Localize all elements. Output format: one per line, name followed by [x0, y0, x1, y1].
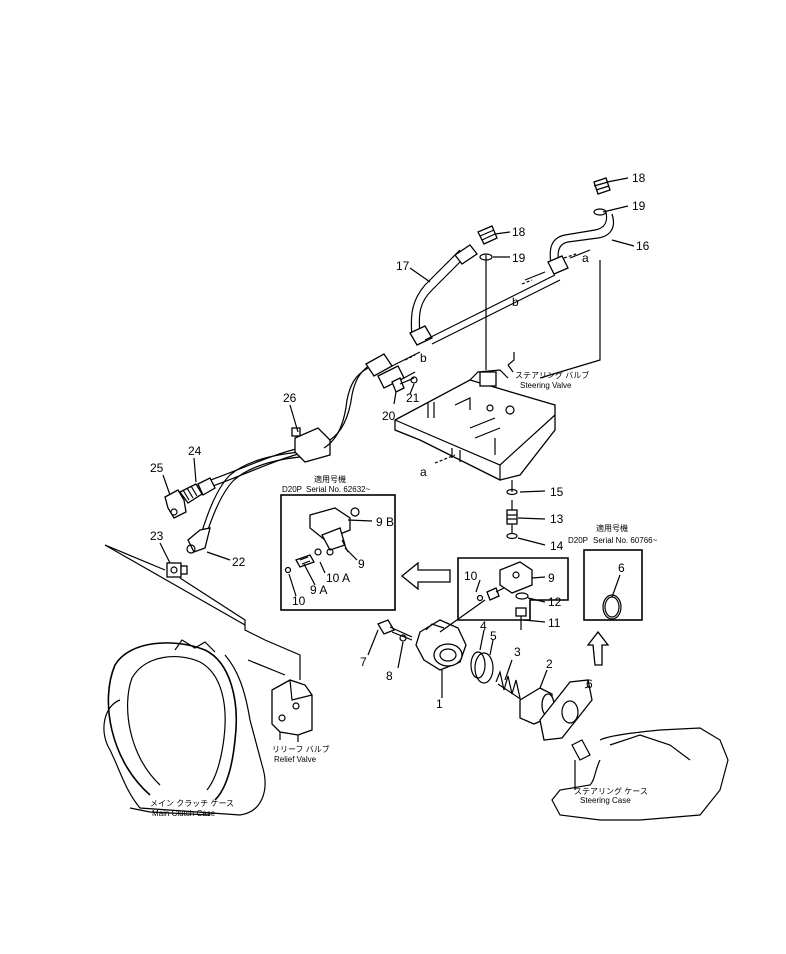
callout-5: 5: [490, 629, 497, 643]
callout-25: 25: [150, 461, 164, 475]
steering-case-label-jp: ステアリング ケース: [574, 786, 648, 796]
callout-9-left: 9: [358, 557, 365, 571]
pipe-lines-left: [104, 447, 303, 680]
callout-19-upper: 19: [632, 199, 646, 213]
callout-9A: 9 A: [310, 583, 327, 597]
callout-22: 22: [232, 555, 246, 569]
callout-10-left: 10: [292, 594, 306, 608]
part-7-bolt: [377, 619, 413, 641]
callout-17: 17: [396, 259, 410, 273]
callout-1: 1: [436, 697, 443, 711]
applicability-left-serial: Serial No. 62632~: [306, 485, 371, 494]
detail-box-9: [457, 557, 569, 621]
part-25-fitting: [164, 489, 187, 519]
callout-3: 3: [514, 645, 521, 659]
callout-24: 24: [188, 444, 202, 458]
part-22-fitting: [186, 527, 211, 554]
callout-15: 15: [550, 485, 564, 499]
applicability-right-jp: 適用号機: [596, 523, 628, 533]
ref-a-left: a: [420, 465, 427, 479]
arrow-to-left-box: [400, 561, 451, 591]
steering-valve-label-jp: ステアリング バルブ: [515, 370, 589, 380]
part-18-fitting-left: [477, 225, 498, 245]
callout-21: 21: [406, 391, 420, 405]
callout-9B: 9 B: [376, 515, 394, 529]
callout-9-detail: 9: [548, 571, 555, 585]
part-11-bolt: [515, 607, 527, 630]
part-21-washer: [410, 376, 418, 384]
callout-26: 26: [283, 391, 297, 405]
main-clutch-label-en: Main Clutch Case: [152, 809, 216, 818]
part-8-washer: [399, 634, 407, 642]
part-14-oring: [506, 532, 518, 540]
steering-valve-label-en: Steering Valve: [520, 381, 572, 390]
applicability-left-jp: 適用号機: [314, 474, 346, 484]
part-12-washer: [515, 592, 529, 600]
part-13-fitting: [506, 509, 518, 525]
callout-4: 4: [480, 619, 487, 633]
callout-19-left: 19: [512, 251, 526, 265]
steering-case: [551, 727, 729, 821]
part-3-spring: [495, 669, 523, 701]
applicability-box-left: [280, 494, 396, 611]
part-23-tee: [166, 562, 188, 578]
applicability-right-serial: Serial No. 60766~: [593, 536, 658, 545]
callout-14: 14: [550, 539, 564, 553]
callout-20: 20: [382, 409, 396, 423]
callout-18-left: 18: [512, 225, 526, 239]
callout-7: 7: [360, 655, 367, 669]
callout-18-upper: 18: [632, 171, 646, 185]
steering-case-label-en: Steering Case: [580, 796, 631, 805]
callout-10A: 10 A: [326, 571, 350, 585]
callout-8: 8: [386, 669, 393, 683]
applicability-left-model: D20P: [282, 485, 302, 494]
callout-13: 13: [550, 512, 564, 526]
ref-a-upper: a: [582, 251, 589, 265]
main-clutch-label-jp: メイン クラッチ ケース: [150, 799, 234, 808]
callout-16: 16: [636, 239, 650, 253]
ref-b-left: b: [420, 351, 427, 365]
callout-6-box: 6: [618, 561, 625, 575]
callout-10-detail: 10: [464, 569, 478, 583]
relief-valve-label-jp: リリーフ バルブ: [272, 744, 330, 754]
pipe-upper: [323, 211, 615, 449]
part-26-tee: [291, 427, 331, 463]
callout-12: 12: [548, 595, 562, 609]
main-clutch-case: [103, 639, 266, 816]
part-18-fitting-upper: [593, 177, 611, 195]
ref-b-upper: b: [512, 295, 519, 309]
part-4-oring: [470, 651, 486, 679]
relief-valve-label-en: Relief Valve: [274, 755, 317, 764]
part-24-adapter: [179, 477, 216, 504]
callout-11: 11: [548, 616, 561, 630]
arrow-up-right: [586, 630, 610, 666]
part-1-housing: [415, 599, 486, 671]
ref-arrows: [404, 253, 577, 464]
callout-6-lower: 6: [586, 677, 593, 691]
leader-lines: [159, 177, 635, 698]
relief-valve: [271, 679, 313, 742]
part-5-oring: [474, 652, 494, 684]
part-6-gasket: [539, 679, 593, 741]
part-19-oring-upper: [593, 208, 607, 216]
callout-2: 2: [546, 657, 553, 671]
applicability-box-right: [583, 549, 643, 621]
steering-valve: [394, 255, 601, 481]
applicability-right-model: D20P: [568, 536, 588, 545]
callout-23: 23: [150, 529, 164, 543]
